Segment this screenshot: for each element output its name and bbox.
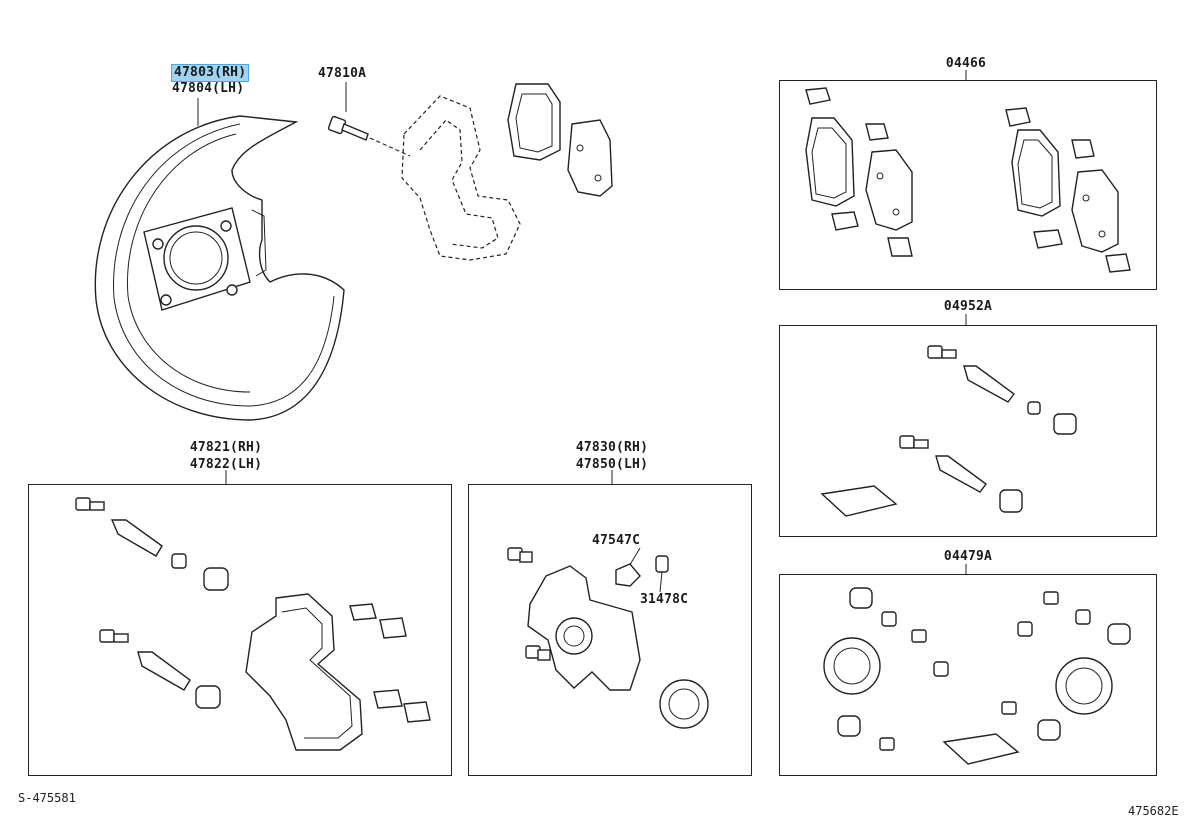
part-label-backing-plate-rh[interactable]: 47803(RH) — [171, 64, 250, 82]
part-label-caliper-lh[interactable]: 47850(LH) — [575, 457, 649, 472]
pad-kit-drawing — [805, 87, 1131, 273]
figure-code-right: 475682E — [1128, 804, 1179, 818]
figure-code-left: S-475581 — [18, 791, 76, 805]
backing-plate-drawing — [94, 115, 345, 421]
mount-kit-drawing — [75, 497, 431, 751]
frame-caliper-mount — [28, 484, 452, 776]
part-label-bolt[interactable]: 47810A — [318, 66, 367, 81]
seal-kit-drawing — [823, 587, 1131, 765]
frame-pad-kit — [779, 80, 1157, 290]
part-label-bleeder-cap[interactable]: 31478C — [640, 592, 689, 607]
frame-caliper — [468, 484, 752, 776]
mount-ghost-drawing — [401, 95, 521, 261]
slide-pin-kit-drawing — [820, 345, 1077, 517]
part-label-slide-pin-kit[interactable]: 04952A — [943, 299, 993, 314]
part-label-seal-kit[interactable]: 04479A — [943, 549, 993, 564]
part-label-pad-kit[interactable]: 04466 — [945, 56, 987, 71]
leader-bleeder-cap — [659, 571, 663, 593]
part-label-mount-rh[interactable]: 47821(RH) — [189, 440, 263, 455]
caliper-drawing — [507, 547, 709, 729]
pads-top-drawing — [507, 83, 613, 197]
frame-seal-kit — [779, 574, 1157, 776]
part-label-backing-plate-lh[interactable]: 47804(LH) — [172, 81, 245, 96]
frame-slide-pin-kit — [779, 325, 1157, 537]
part-label-caliper-rh[interactable]: 47830(RH) — [575, 440, 649, 455]
part-label-mount-lh[interactable]: 47822(LH) — [189, 457, 263, 472]
part-label-bleeder-plug[interactable]: 47547C — [592, 533, 641, 548]
bolt-drawing — [327, 115, 411, 157]
